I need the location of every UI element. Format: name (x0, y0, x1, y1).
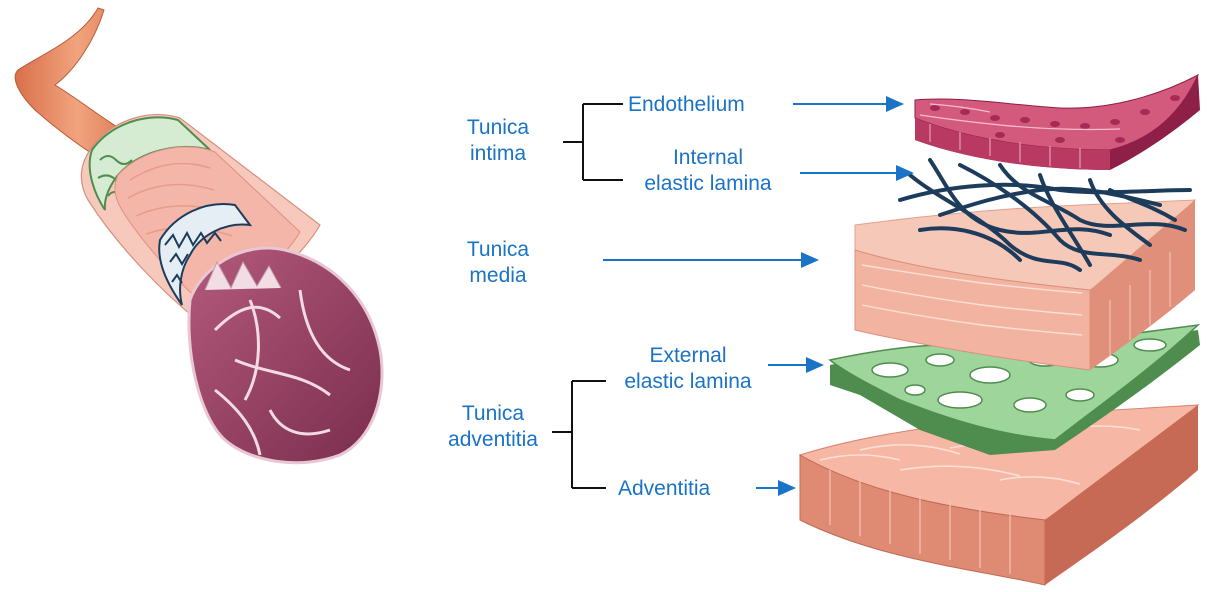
label-tunica-adventitia-line2: adventitia (430, 427, 556, 453)
label-external-elastic-lamina: External elastic lamina (608, 343, 768, 395)
label-tunica-intima: Tunica intima (448, 115, 548, 167)
label-endothelium: Endothelium (628, 92, 745, 118)
label-adventitia: Adventitia (618, 476, 710, 502)
label-tunica-intima-line1: Tunica (448, 115, 548, 141)
label-tunica-adventitia: Tunica adventitia (430, 401, 556, 453)
label-internal-line1: Internal (628, 145, 788, 171)
label-internal-elastic-lamina: Internal elastic lamina (628, 145, 788, 197)
endothelium-block (915, 75, 1200, 170)
label-adventitia-text: Adventitia (618, 476, 710, 502)
label-external-line1: External (608, 343, 768, 369)
label-tunica-media-line2: media (448, 263, 548, 289)
label-tunica-adventitia-line1: Tunica (430, 401, 556, 427)
label-tunica-media: Tunica media (448, 237, 548, 289)
adventitia-bracket (552, 381, 606, 488)
label-tunica-intima-line2: intima (448, 141, 548, 167)
label-internal-line2: elastic lamina (628, 171, 788, 197)
label-endothelium-text: Endothelium (628, 92, 745, 118)
label-tunica-media-line1: Tunica (448, 237, 548, 263)
intima-bracket (563, 104, 623, 180)
label-external-line2: elastic lamina (608, 369, 768, 395)
artery-illustration (15, 8, 382, 463)
